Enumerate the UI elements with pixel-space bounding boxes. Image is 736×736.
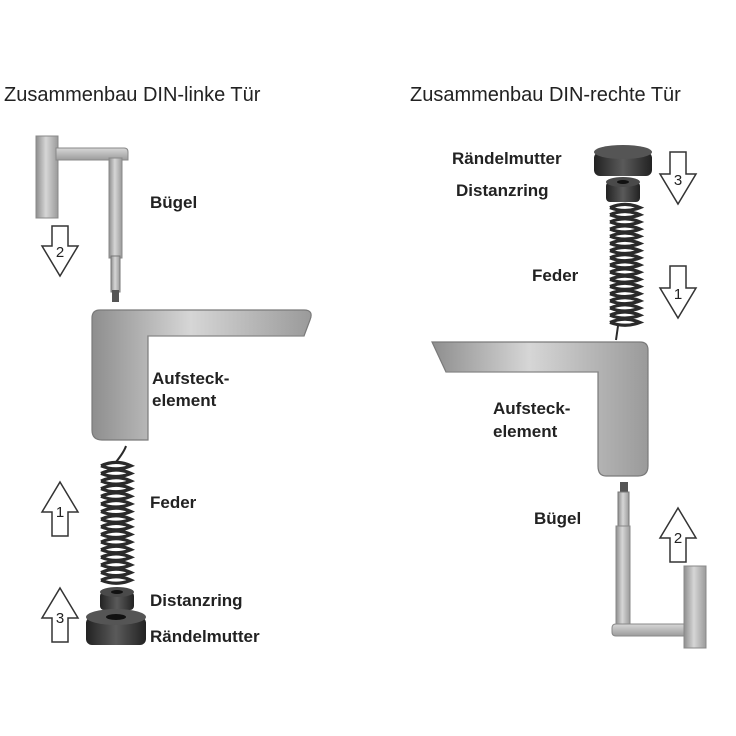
right-label-aufsteck-1: Aufsteck-	[493, 399, 571, 418]
right-aufsteckelement-part	[431, 341, 649, 477]
right-label-feder: Feder	[532, 266, 579, 285]
left-label-aufsteck-1: Aufsteck-	[152, 369, 230, 388]
right-label-aufsteck-2: element	[493, 422, 558, 441]
right-feder-spring	[609, 202, 645, 341]
right-step-1-arrow	[658, 265, 698, 320]
left-label-distanzring: Distanzring	[150, 591, 243, 610]
left-title: Zusammenbau DIN-linke Tür	[4, 84, 261, 106]
right-step-3-number: 3	[674, 172, 682, 189]
right-step-2-number: 2	[674, 530, 682, 547]
left-label-aufsteck-2: element	[152, 391, 217, 410]
left-step-2-number: 2	[56, 244, 64, 261]
left-label-feder: Feder	[150, 493, 197, 512]
left-distanzring-part	[100, 587, 134, 610]
left-aufsteckelement-part	[91, 309, 312, 441]
left-feder-spring	[100, 445, 136, 585]
right-label-distanzring: Distanzring	[456, 181, 549, 200]
left-step-1-arrow	[40, 480, 80, 537]
right-label-raendelmutter: Rändelmutter	[452, 149, 562, 168]
left-step-3-arrow	[40, 586, 80, 643]
left-step-2-arrow	[40, 225, 80, 278]
left-step-1-number: 1	[56, 504, 64, 521]
left-raendelmutter-part	[86, 609, 146, 645]
left-label-raendelmutter: Rändelmutter	[150, 627, 260, 646]
right-raendelmutter-part	[594, 145, 652, 176]
right-step-2-arrow	[658, 506, 698, 563]
left-step-3-number: 3	[56, 610, 64, 627]
left-buegel-part	[35, 135, 129, 302]
right-title: Zusammenbau DIN-rechte Tür	[410, 84, 681, 106]
right-distanzring-part	[606, 177, 640, 202]
right-label-buegel: Bügel	[534, 509, 582, 528]
right-step-3-arrow	[658, 151, 698, 206]
left-label-buegel: Bügel	[150, 193, 198, 212]
right-step-1-number: 1	[674, 286, 682, 303]
right-buegel-part	[611, 482, 707, 649]
